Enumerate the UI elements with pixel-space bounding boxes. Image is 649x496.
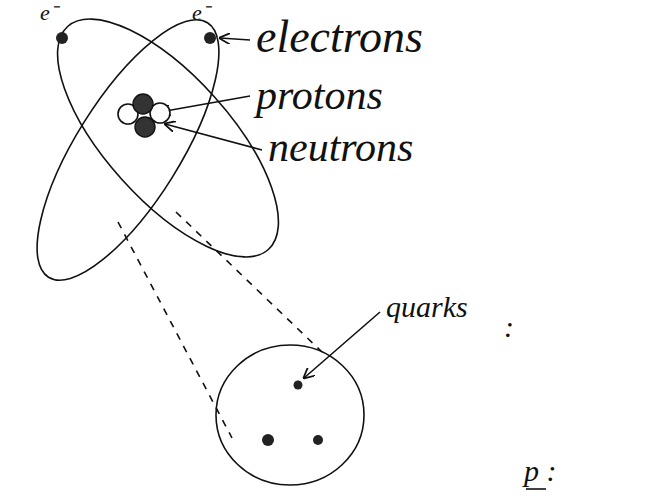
zoom-line: [176, 212, 322, 352]
quark-dot: [294, 381, 303, 390]
separator: :: [504, 312, 514, 342]
part-name: electrons: [256, 14, 423, 60]
electron-dot: [204, 32, 216, 44]
zoom-line: [118, 222, 232, 438]
electron-dot: [56, 32, 68, 44]
proton: [133, 94, 153, 114]
underline: [526, 488, 546, 490]
part-name: neutrons: [268, 126, 413, 168]
electron-symbol: e⁻: [40, 2, 57, 24]
part-name: protons: [256, 74, 383, 116]
particle-symbol: p :: [524, 456, 557, 486]
electron-symbol: e⁻: [192, 2, 209, 24]
leader-arrow: [160, 96, 250, 112]
leader-arrow: [165, 124, 262, 150]
proton: [135, 117, 155, 137]
quark-dot: [313, 435, 323, 445]
part-name: quarks: [386, 292, 468, 322]
quark-dot: [262, 434, 274, 446]
leader-arrow: [220, 38, 250, 40]
leader-arrow: [304, 312, 380, 378]
proton-closeup: [216, 345, 364, 485]
electron-orbit: [4, 0, 251, 305]
